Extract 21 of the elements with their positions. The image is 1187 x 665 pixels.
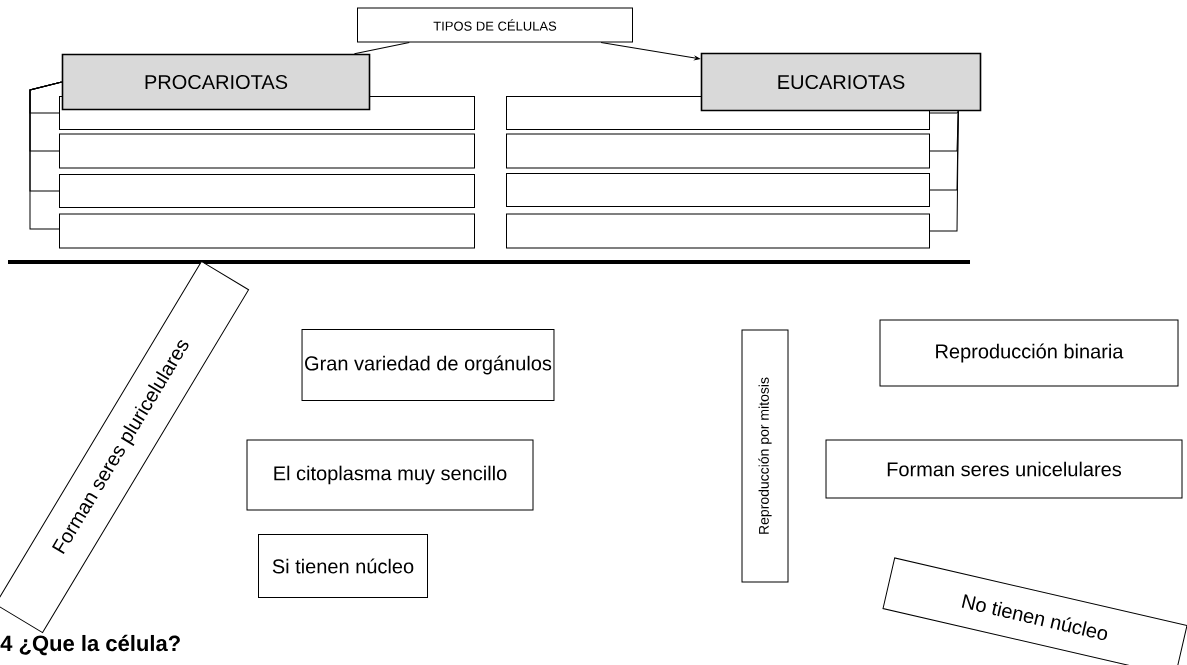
heading-box: PROCARIOTAS [61,53,371,111]
card-box: Gran variedad de orgánulos [301,329,555,401]
answer-box [59,174,475,208]
connector-line [929,110,959,232]
card-box: No tienen núcleo [882,557,1187,665]
card-box: El citoplasma muy sencillo [246,439,534,511]
connector-line [929,110,959,114]
connector-line [29,81,63,230]
heading-box: EUCARIOTAS [700,52,982,112]
answer-box [506,173,930,207]
connector-line [353,42,410,55]
answer-box [59,133,475,169]
title-box: TIPOS DE CÉLULAS [357,7,633,43]
connector-line [600,42,700,61]
card-box: Si tienen núcleo [258,534,428,598]
card-box: Reproducción por mitosis [741,329,789,583]
answer-box [506,213,930,249]
card-box: Reproducción binaria [879,319,1179,387]
answer-box [59,213,475,249]
answer-box [506,133,930,169]
card-box: Forman seres unicelulares [825,439,1183,499]
